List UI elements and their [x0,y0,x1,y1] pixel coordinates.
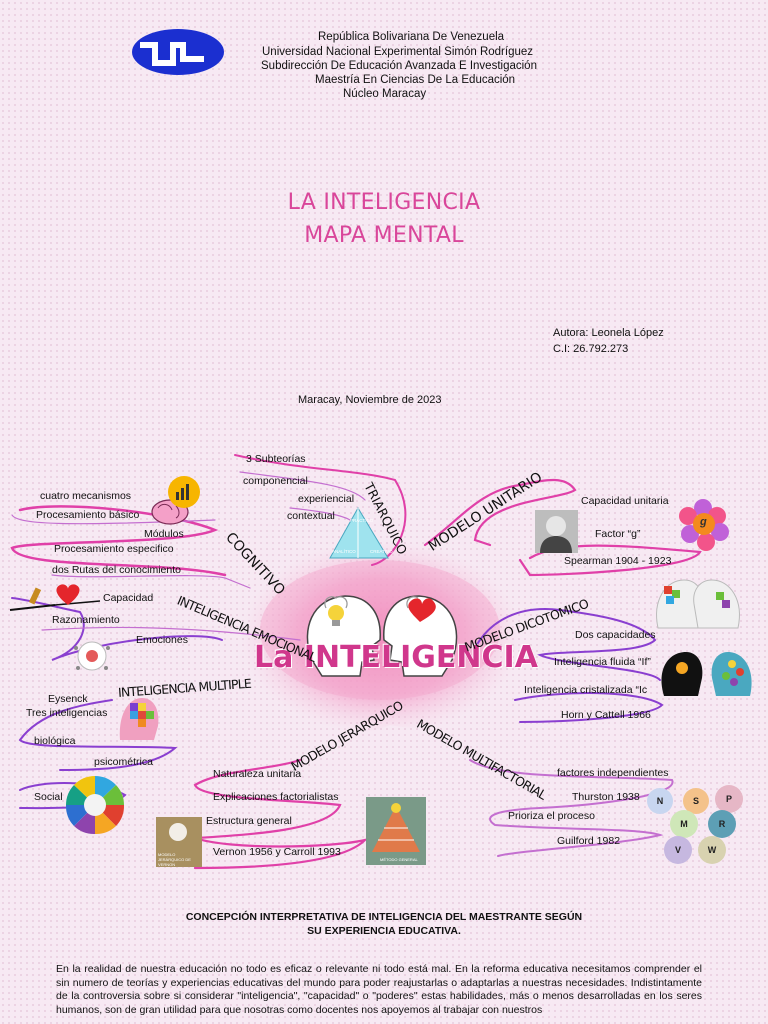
brain-chart-icon [151,476,200,525]
triangle-label-left: ANALÍTICO [332,549,356,554]
unitario-item: Capacidad unitaria [581,495,669,507]
header-line-3: Subdirección De Educación Avanzada E Inv… [261,60,537,72]
unitario-item: Factor “g” [595,528,641,540]
triarquico-item: experiencial [298,493,355,505]
triangle-label-top: PRÁCTICO [350,518,374,523]
cognitivo-item: cuatro mecanismos [40,490,132,502]
triarquico-item: contextual [287,510,335,522]
multiple-item: Tres inteligencias [26,707,108,719]
pyramid-book-label: MÉTODO GENERAL [380,857,418,862]
triarquico-item: componencial [243,475,308,487]
unitario-item: Spearman 1904 - 1923 [564,555,672,567]
triarquico-item: 3 Subteorías [246,453,306,465]
document-title-line-1: LA INTELIGENCIA [287,190,481,215]
factor-circle-p: P [715,785,743,813]
factor-circle-n: N [647,788,673,814]
multiple-item: psicométrica [94,756,153,768]
multiple-item: Social [34,791,63,803]
cognitivo-item: Procesamiento básico [36,509,140,521]
pyramid-book-icon [366,797,426,865]
emocional-item: Emociones [136,634,188,646]
triangle-label-right: CREATIVO [370,549,393,554]
jerarquico-item: Explicaciones factorialistas [213,791,339,803]
cognitivo-item: Módulos [144,528,184,540]
multifactorial-item: Prioriza el proceso [508,810,595,822]
emocional-item: Razonamiento [52,614,120,626]
multifactorial-item: factores independientes [557,767,669,779]
header-line-1: República Bolivariana De Venezuela [318,31,505,43]
mind-map-center-title: La INTELIGENCIA [254,640,538,675]
key-heart-icon [9,584,101,611]
place-date: Maracay, Noviembre de 2023 [298,394,442,406]
cognitivo-item: Procesamiento especifico [54,543,174,555]
multiple-item: Eysenck [48,693,88,705]
dicotomico-item: Inteligencia cristalizada “Ic [524,684,648,696]
spearman-portrait-icon [535,510,578,553]
g-factor-label: g [700,516,707,528]
g-factor-flower-icon [679,499,729,551]
intelligence-wheel-icon [65,776,125,835]
emocional-item: Capacidad [103,592,154,604]
thinking-heads-icon [306,595,458,677]
jerarquico-item: Naturaleza unitaria [213,768,302,780]
two-heads-puzzle-icon [656,579,740,629]
vernon-book-icon [156,817,202,867]
multifactorial-item: Thurston 1938 [572,791,640,803]
concept-title-line-2: SU EXPERIENCIA EDUCATIVA. [307,925,461,937]
concept-title-line-1: CONCEPCIÓN INTERPRETATIVA DE INTELIGENCI… [185,911,583,923]
factor-circle-s: S [683,788,709,814]
multiple-item: biológica [34,735,76,747]
vernon-book-label: MODELO JERÁRQUICO DE VERNON [158,852,191,867]
jerarquico-item: Vernon 1956 y Carroll 1993 [213,846,341,858]
puzzle-head-icon [119,698,159,740]
triarchic-triangle-icon [329,507,389,559]
factor-circle-v: V [664,836,692,864]
jerarquico-item: Estructura general [206,815,292,827]
multifactorial-item: Guilford 1982 [557,835,621,847]
dicotomico-item: Dos capacidades [575,629,656,641]
brain-network-icon [74,641,110,671]
dicotomico-item: Horn y Cattell 1966 [561,709,651,721]
document-title-line-2: MAPA MENTAL [304,223,464,248]
header-line-5: Núcleo Maracay [343,88,427,100]
fluid-crystal-heads-icon [661,652,752,696]
author-name: Autora: Leonela López [553,327,664,339]
header-line-2: Universidad Nacional Experimental Simón … [262,46,534,58]
author-id: C.I: 26.792.273 [553,343,629,355]
factor-circle-m: M [670,810,698,838]
cognitivo-item: dos Rutas del conocimiento [52,564,181,576]
concept-paragraph: En la realidad de nuestra educación no t… [56,963,702,1016]
header-line-4: Maestría En Ciencias De La Educación [315,74,516,86]
dicotomico-item: Inteligencia fluida “If” [554,656,651,668]
factor-circle-r: R [708,810,736,838]
factor-circle-w: W [698,836,726,864]
